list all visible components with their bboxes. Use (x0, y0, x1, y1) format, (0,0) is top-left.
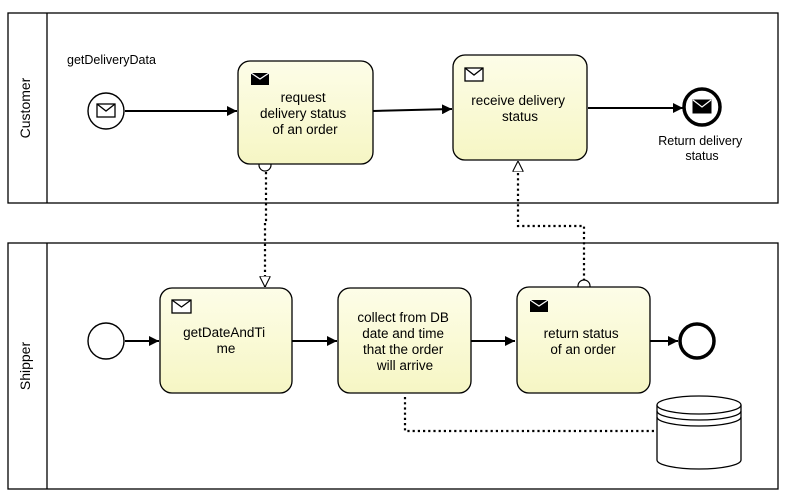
task-collect-from-db[interactable]: collect from DB date and time that the o… (337, 287, 472, 394)
pool-label-customer: Customer (17, 77, 33, 138)
data-association-collect-to-db[interactable] (403, 397, 657, 433)
end-event-label: Return delivery status (658, 134, 746, 163)
task-label: collect from DB date and time that the o… (357, 310, 452, 373)
start-event[interactable] (87, 322, 125, 360)
task-label: receive delivery status (471, 93, 569, 124)
envelope-icon (171, 299, 192, 314)
task-label: return status of an order (544, 326, 623, 357)
message-end-event[interactable] (682, 87, 722, 127)
end-event[interactable] (678, 322, 716, 360)
task-label: request delivery status of an order (260, 90, 350, 137)
message-flows (265, 161, 586, 287)
filled-envelope-icon (250, 72, 270, 85)
task-label: getDateAndTi me (183, 325, 269, 356)
cylinder-icon (656, 395, 742, 470)
task-return-status[interactable]: return status of an order (516, 286, 651, 394)
task-get-date-and-time[interactable]: getDateAndTi me (159, 287, 293, 394)
sequence-flows (125, 103, 683, 346)
filled-envelope-icon (692, 99, 712, 114)
pool-label-shipper: Shipper (17, 342, 33, 391)
task-request-delivery-status[interactable]: request delivery status of an order (237, 60, 374, 165)
task-receive-delivery-status[interactable]: receive delivery status (452, 54, 588, 161)
start-event-label: getDeliveryData (67, 53, 156, 67)
message-flow-request-to-getdate[interactable] (265, 172, 266, 287)
message-start-event[interactable] (87, 92, 125, 130)
envelope-icon (464, 67, 484, 82)
data-store[interactable] (656, 395, 742, 470)
envelope-icon (96, 103, 116, 118)
filled-envelope-icon (529, 299, 549, 312)
flow-request-to-receive[interactable] (372, 104, 453, 115)
